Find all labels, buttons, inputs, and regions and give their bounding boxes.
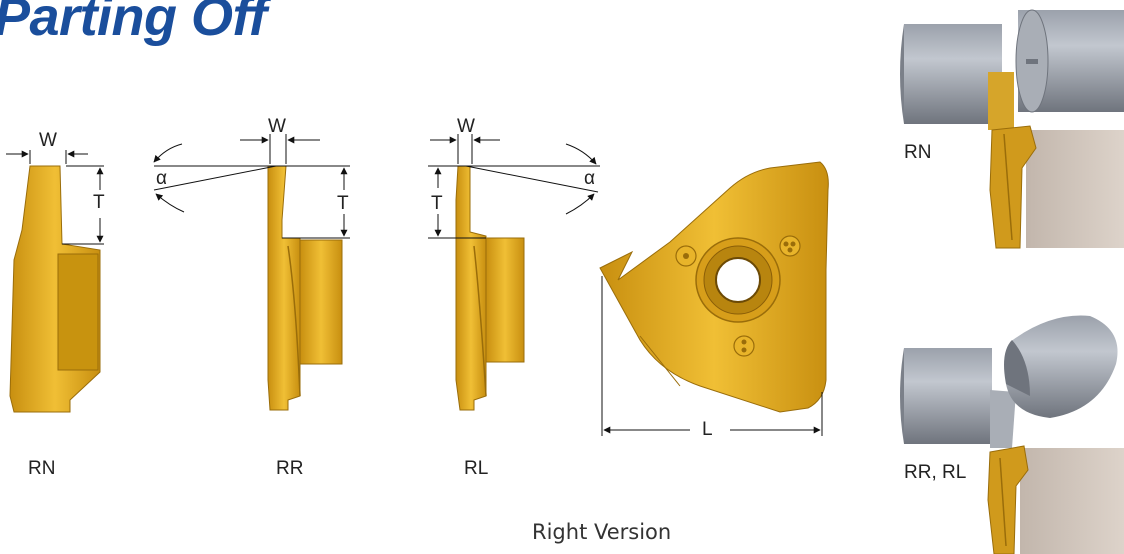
rn-application-illustration (900, 9, 1124, 249)
caption: Right Version (532, 520, 672, 544)
rr-insert-drawing (153, 134, 350, 411)
rl-insert-drawing (428, 134, 600, 411)
rn-insert-drawing (6, 150, 104, 413)
photo-top-label: RN (904, 142, 932, 163)
rr-rl-application-illustration (900, 315, 1124, 554)
triangle-length-label: L (702, 419, 713, 440)
triangle-insert-drawing (599, 161, 829, 436)
rn-height-label: T (93, 192, 105, 213)
rl-height-label: T (431, 193, 443, 214)
rl-width-label: W (457, 116, 475, 137)
rr-width-label: W (268, 116, 286, 137)
rl-insert-label: RL (464, 458, 489, 479)
rn-width-label: W (39, 130, 57, 151)
rr-height-label: T (337, 193, 349, 214)
rr-insert-label: RR (276, 458, 304, 479)
rl-angle-label: α (584, 168, 595, 189)
page-title: Parting Off (0, 0, 267, 47)
rr-angle-label: α (156, 168, 167, 189)
photo-bottom-label: RR, RL (904, 462, 967, 483)
rn-insert-label: RN (28, 458, 56, 479)
